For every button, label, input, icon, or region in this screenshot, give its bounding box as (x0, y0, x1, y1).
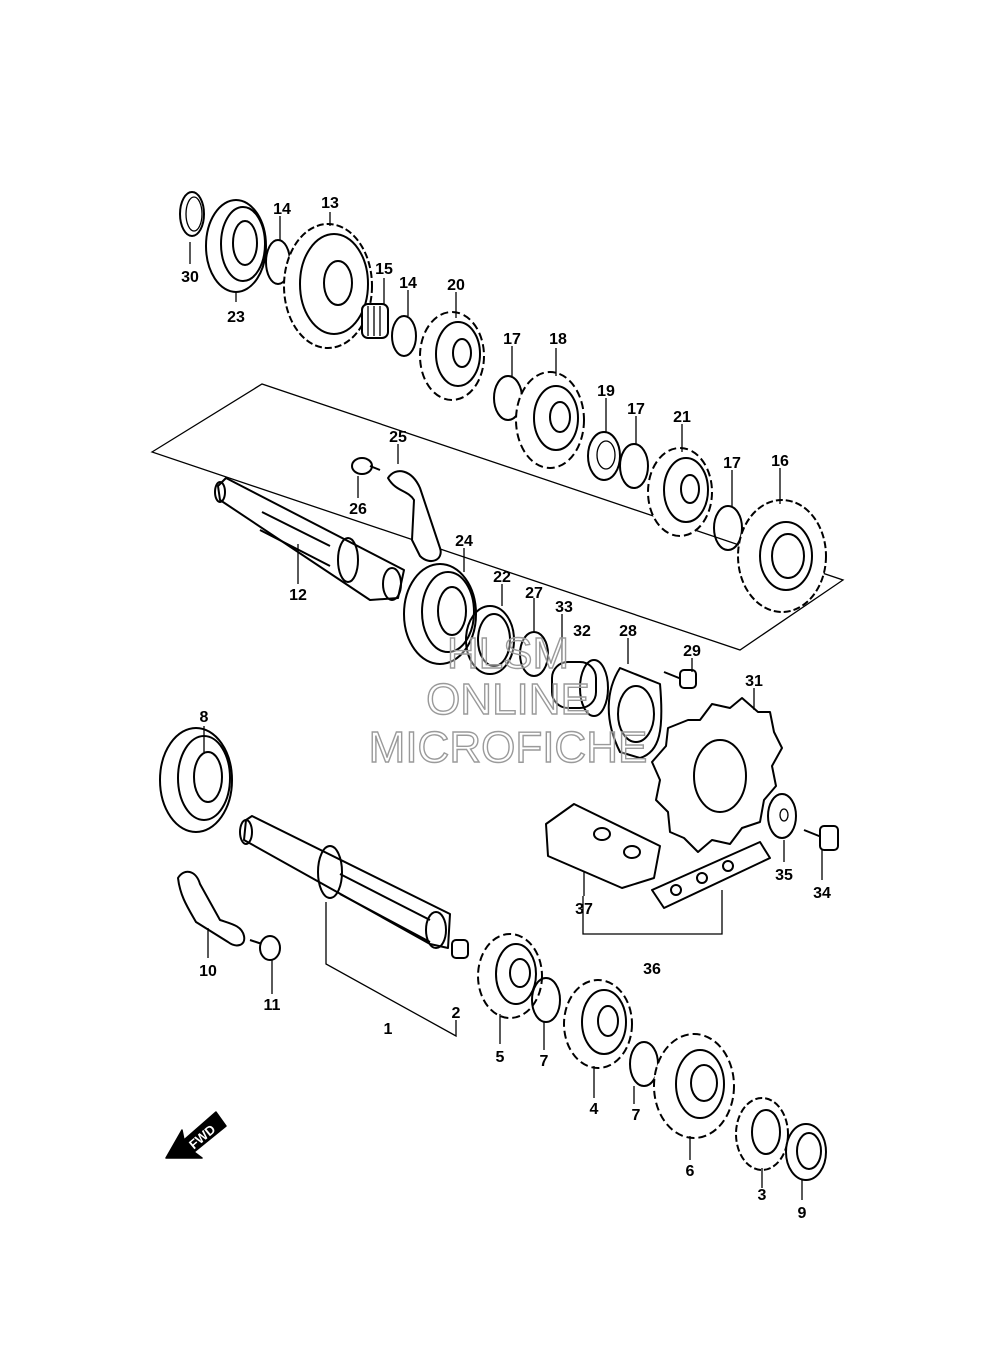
washer-19 (587, 431, 621, 481)
group-bracket-1-2 (325, 902, 457, 1038)
gear-3 (735, 1097, 789, 1171)
needle-bearing-15 (361, 303, 389, 339)
callout-29: 29 (683, 643, 701, 660)
callout-14a: 14 (273, 201, 291, 218)
fwd-arrow-icon: FWD (165, 1111, 227, 1159)
callout-3: 3 (758, 1187, 767, 1204)
callout-16: 16 (771, 453, 789, 470)
callout-7b: 7 (632, 1107, 641, 1124)
bushing-2 (451, 939, 469, 959)
callout-20: 20 (447, 277, 465, 294)
bearing-9 (785, 1123, 827, 1181)
bearing-23 (205, 199, 267, 293)
screw-26 (351, 457, 381, 475)
circlip-17b (619, 443, 649, 489)
callout-24: 24 (455, 533, 473, 550)
bearing-8 (159, 727, 233, 833)
callout-14b: 14 (399, 275, 417, 292)
callout-2: 2 (452, 1005, 461, 1022)
gear-16 (737, 499, 827, 613)
callout-32: 32 (573, 623, 591, 640)
plate-28 (607, 667, 663, 759)
spacer-32-33 (551, 659, 609, 717)
bolt-29 (663, 669, 697, 689)
retainer-25 (387, 470, 442, 563)
bolt-34 (803, 825, 839, 851)
watermark-line1: HLSM (447, 629, 569, 678)
callout-13: 13 (321, 195, 339, 212)
callout-23: 23 (227, 309, 245, 326)
callout-18: 18 (549, 331, 567, 348)
master-link-37 (545, 803, 661, 889)
watermark: HLSM ONLINE MICROFICHE (368, 628, 648, 772)
callout-25: 25 (389, 429, 407, 446)
callout-8: 8 (200, 709, 209, 726)
bearing-24 (403, 563, 477, 665)
callout-9: 9 (798, 1205, 807, 1222)
callout-36: 36 (643, 961, 661, 978)
callout-35: 35 (775, 867, 793, 884)
callout-21: 21 (673, 409, 691, 426)
callout-26: 26 (349, 501, 367, 518)
callout-5: 5 (496, 1049, 505, 1066)
callout-10: 10 (199, 963, 217, 980)
watermark-line2: ONLINE (426, 675, 590, 724)
callout-6: 6 (686, 1163, 695, 1180)
callout-22: 22 (493, 569, 511, 586)
callout-37: 37 (575, 901, 593, 918)
callout-17a: 17 (503, 331, 521, 348)
callout-34: 34 (813, 885, 831, 902)
circlip-7a (531, 977, 561, 1023)
oil-seal-22 (465, 605, 515, 675)
washer-35 (767, 793, 797, 839)
gear-6 (653, 1033, 735, 1139)
retainer-10 (177, 870, 246, 947)
callout-33: 33 (555, 599, 573, 616)
callout-30: 30 (181, 269, 199, 286)
callout-27: 27 (525, 585, 543, 602)
mainshaft-1 (239, 815, 451, 949)
circlip-30 (179, 191, 205, 237)
callout-7a: 7 (540, 1053, 549, 1070)
callout-11: 11 (264, 997, 281, 1014)
callout-31: 31 (745, 673, 763, 690)
assembly-frame (150, 383, 845, 651)
callout-19: 19 (597, 383, 615, 400)
leader-lines (189, 212, 823, 1200)
callout-1: 1 (384, 1021, 393, 1038)
chain-36 (651, 841, 771, 909)
gear-21 (647, 447, 713, 537)
callout-17c: 17 (723, 455, 741, 472)
screw-11 (249, 935, 281, 961)
callout-4: 4 (590, 1101, 599, 1118)
gear-20 (419, 311, 485, 401)
gear-13 (283, 223, 373, 349)
callout-15: 15 (375, 261, 393, 278)
gear-4 (563, 979, 633, 1069)
washer-14b (391, 315, 417, 357)
countershaft-12 (214, 477, 405, 601)
callout-28: 28 (619, 623, 637, 640)
sprocket-31 (651, 697, 783, 853)
circlip-17c (713, 505, 743, 551)
watermark-line3: MICROFICHE (369, 723, 648, 772)
group-bracket-36-37 (582, 890, 723, 935)
gear-5 (477, 933, 543, 1019)
gear-18 (515, 371, 585, 469)
callout-12: 12 (289, 587, 307, 604)
callout-17b: 17 (627, 401, 645, 418)
